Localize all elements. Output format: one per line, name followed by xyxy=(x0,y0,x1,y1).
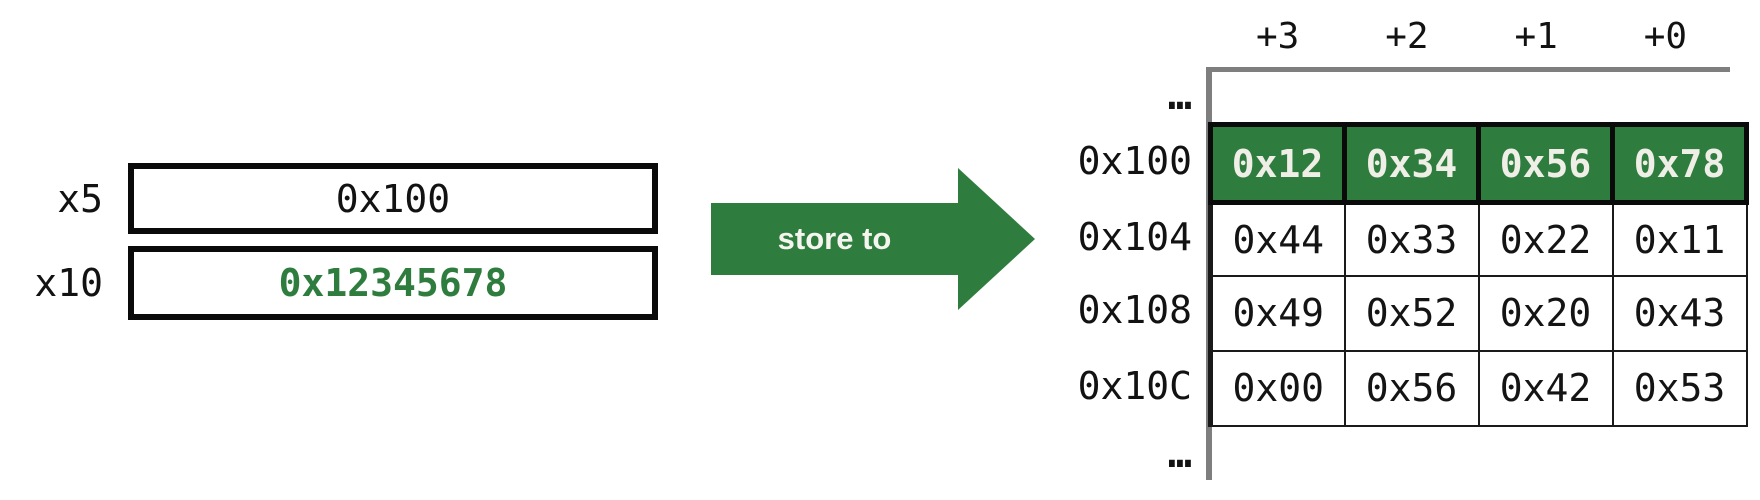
byte-offset-header-1: +1 xyxy=(1514,16,1558,57)
memory-top-line xyxy=(1206,67,1730,72)
register-x5-value: 0x100 xyxy=(335,176,451,221)
memory-cell: 0x53 xyxy=(1611,349,1748,427)
memory-ellipsis-top: … xyxy=(1167,73,1192,119)
memory-cell: 0x78 xyxy=(1610,122,1749,205)
register-row-x5: x5 0x100 xyxy=(0,163,658,234)
byte-offset-header-0: +0 xyxy=(1643,16,1688,57)
memory-row-0x10C: 0x00 0x56 0x42 0x53 xyxy=(1208,349,1748,427)
store-arrow: store to xyxy=(711,168,1036,310)
register-x10-box: 0x12345678 xyxy=(128,246,658,320)
memory-cell: 0x43 xyxy=(1611,274,1748,352)
arrow-right-icon xyxy=(958,168,1035,310)
memory-address-label-0x104: 0x104 xyxy=(1077,215,1192,259)
memory-cell: 0x49 xyxy=(1208,274,1346,352)
memory-byte-offset-headers: +3 +2 +1 +0 xyxy=(1213,15,1730,59)
byte-offset-header-3: +3 xyxy=(1255,16,1300,57)
memory-row-0x104: 0x44 0x33 0x22 0x11 xyxy=(1208,201,1748,277)
memory-cell: 0x00 xyxy=(1208,349,1346,427)
memory-cell: 0x12 xyxy=(1208,122,1347,205)
memory-cell: 0x11 xyxy=(1611,201,1748,277)
register-x10-value: 0x12345678 xyxy=(278,261,508,305)
memory-table: 0x12 0x34 0x56 0x78 0x44 0x33 0x22 0x11 … xyxy=(1208,122,1749,427)
memory-address-label-0x100: 0x100 xyxy=(1077,139,1192,183)
memory-cell: 0x56 xyxy=(1343,349,1480,427)
memory-cell: 0x33 xyxy=(1343,201,1480,277)
memory-cell: 0x56 xyxy=(1476,122,1615,205)
memory-cell: 0x42 xyxy=(1477,349,1614,427)
memory-cell: 0x44 xyxy=(1208,201,1346,277)
memory-address-label-0x10C: 0x10C xyxy=(1077,364,1192,408)
memory-cell: 0x20 xyxy=(1477,274,1614,352)
byte-offset-header-2: +2 xyxy=(1385,16,1429,57)
memory-cell: 0x34 xyxy=(1342,122,1481,205)
memory-ellipsis-bottom: … xyxy=(1167,431,1192,477)
store-arrow-label: store to xyxy=(777,221,892,256)
memory-row-0x100: 0x12 0x34 0x56 0x78 xyxy=(1208,122,1749,205)
store-arrow-shaft: store to xyxy=(711,203,958,275)
register-x5-label: x5 xyxy=(57,176,103,221)
memory-address-label-0x108: 0x108 xyxy=(1077,288,1192,332)
memory-cell: 0x22 xyxy=(1477,201,1614,277)
register-x5-box: 0x100 xyxy=(128,163,658,234)
memory-cell: 0x52 xyxy=(1343,274,1480,352)
memory-row-0x108: 0x49 0x52 0x20 0x43 xyxy=(1208,274,1748,352)
register-row-x10: x10 0x12345678 xyxy=(0,246,658,320)
memory-left-line xyxy=(1206,70,1212,480)
register-x10-label: x10 xyxy=(34,261,103,305)
